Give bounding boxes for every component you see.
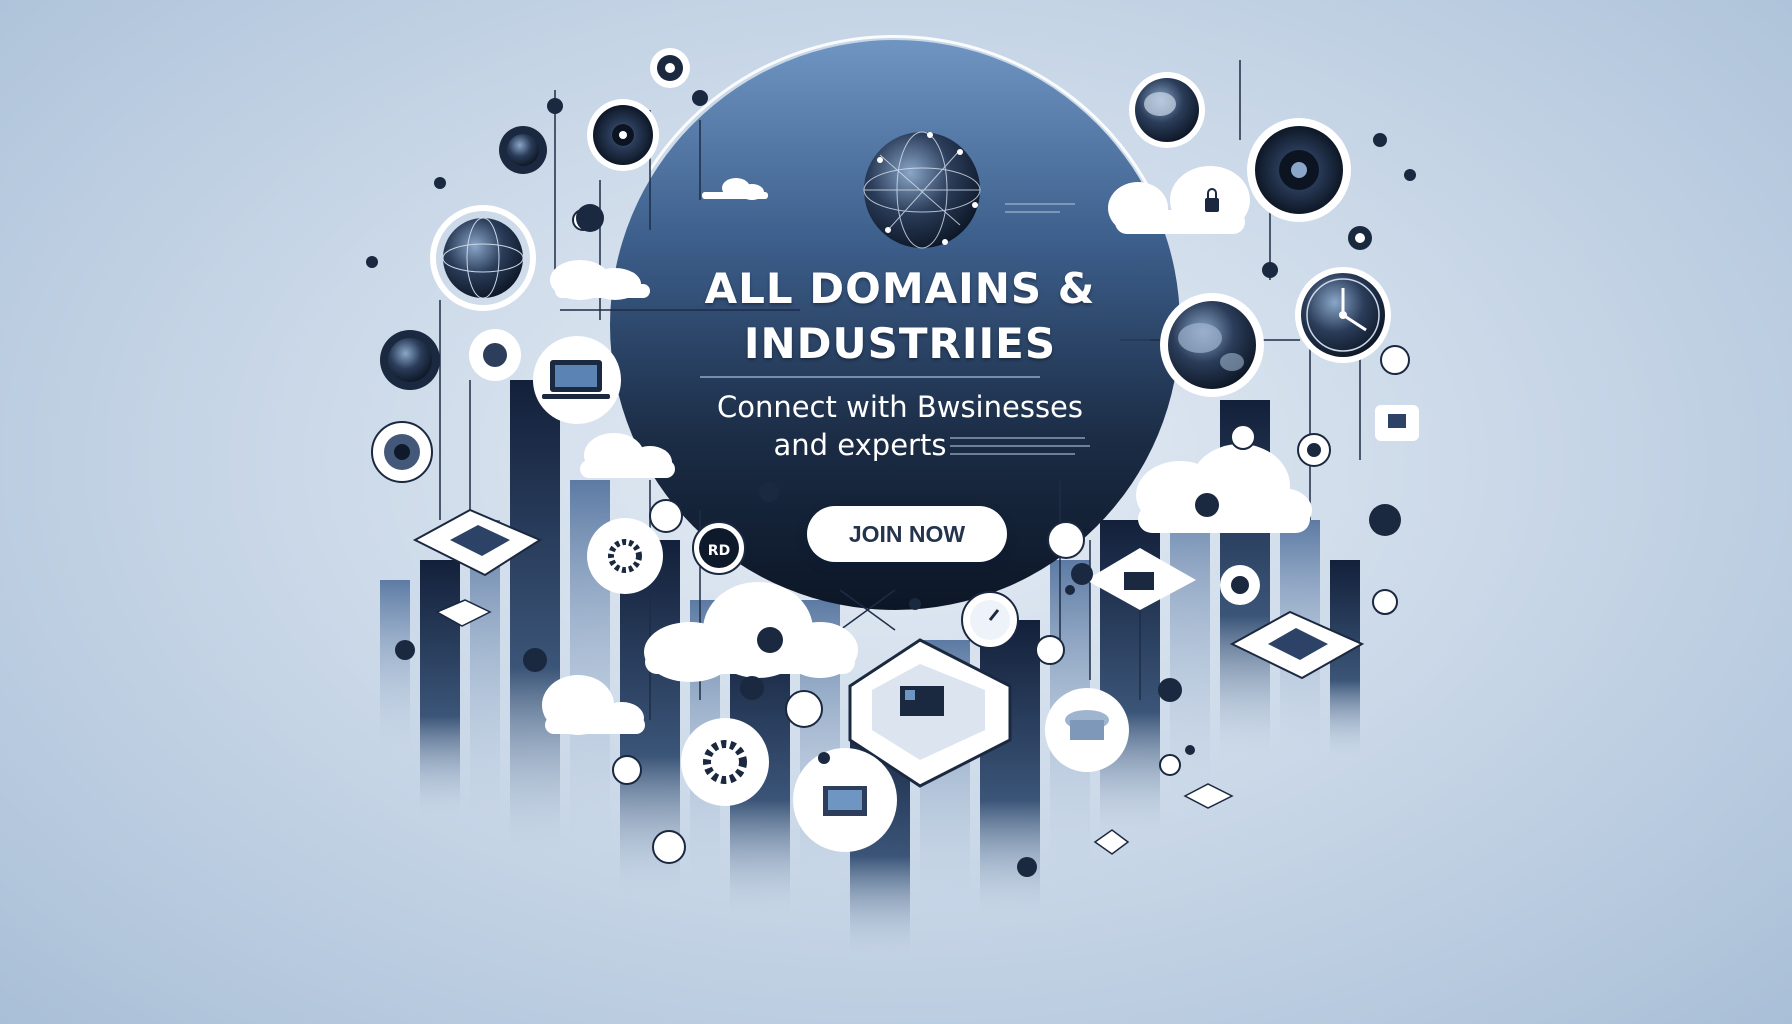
hero-text-block: ALL DOMAINS &	[640, 268, 1160, 310]
lock-icon	[1108, 166, 1250, 234]
gear-icon	[587, 518, 663, 594]
gear-icon	[469, 329, 521, 381]
hero-title-line1: ALL DOMAINS &	[704, 264, 1096, 313]
hero-subtitle-line2: and experts	[773, 428, 947, 462]
laptop-icon	[793, 748, 897, 852]
hero-circle	[610, 40, 1180, 610]
server-cube-icon	[848, 638, 1012, 788]
camera-lens-icon	[1195, 493, 1219, 517]
hero-subtitle-line1: Connect with Bwsinesses	[716, 390, 1084, 424]
laptop-icon	[533, 336, 621, 424]
cloud-icon	[550, 260, 650, 300]
clock-icon	[1295, 267, 1391, 363]
cloud-icon	[644, 582, 858, 682]
globe-icon	[430, 205, 536, 311]
hero-circle-rim	[648, 35, 1152, 191]
hero-title-line2: INDUSTRIIES	[743, 319, 1057, 368]
gear-icon	[1086, 548, 1196, 610]
rd-badge	[692, 521, 746, 575]
camera-lens-icon	[499, 126, 547, 174]
camera-lens-icon	[757, 627, 783, 653]
server-cube-icon	[435, 405, 1419, 855]
target-icon	[961, 591, 1019, 649]
join-now-button[interactable]: JOIN NOW	[807, 506, 1007, 562]
cloud-icon	[1136, 444, 1312, 533]
globe-icon	[863, 131, 981, 249]
camera-lens-icon	[1247, 118, 1351, 222]
hero-subtitle-block-2: and experts	[640, 431, 1080, 460]
cloud-icon	[542, 675, 645, 735]
cloud-icon	[702, 178, 768, 200]
chip-icon	[1229, 610, 1365, 680]
fine-lines	[950, 203, 1150, 455]
gear-icon	[1045, 688, 1129, 772]
gear-icon	[681, 718, 769, 806]
globe-icon	[1160, 293, 1264, 397]
cloud-icon	[580, 433, 675, 478]
camera-lens-icon	[587, 99, 659, 171]
hero-subtitle-block: Connect with Bwsinesses	[640, 393, 1160, 422]
camera-lens-icon	[650, 48, 690, 88]
target-icon	[371, 421, 433, 483]
rd-badge-label: RD	[708, 543, 730, 559]
decor-dots	[366, 90, 1416, 877]
globe-icon	[380, 330, 440, 390]
globe-icon	[1129, 72, 1205, 148]
chip-icon	[412, 508, 543, 577]
hero-text-block-2: INDUSTRIIES	[640, 323, 1160, 365]
